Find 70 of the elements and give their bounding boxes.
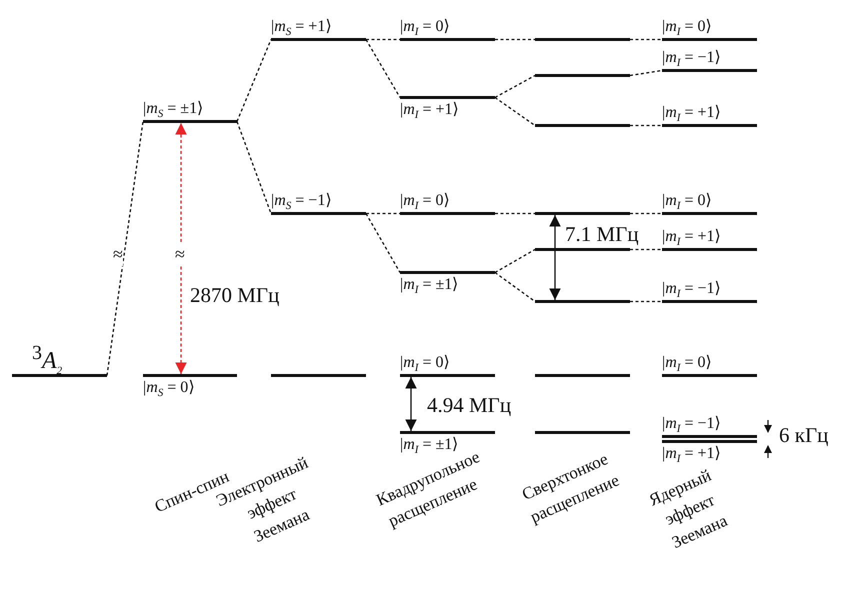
level-label: |m$_{I}$ = ±1⟩ [400, 275, 458, 298]
energy-level [400, 431, 495, 456]
level-label: |m$_{I}$ = 0⟩ [662, 191, 712, 214]
energy-level [662, 47, 757, 72]
energy-level [535, 431, 630, 434]
level-label: |m$_{S}$ = +1⟩ [271, 17, 332, 40]
energy-level [662, 278, 757, 303]
dotted-connector [630, 124, 662, 126]
energy-level [535, 38, 630, 41]
level-label: |m$_{S}$ = 0⟩ [143, 378, 194, 402]
arrow [549, 215, 561, 300]
level-label: |m$_{I}$ = +1⟩ [400, 100, 458, 124]
break-mark: ≈ [175, 242, 185, 266]
dotted-connector [630, 212, 662, 214]
dotted-connector [630, 248, 662, 250]
dotted-connector [236, 121, 272, 214]
energy-level [400, 190, 495, 215]
dotted-connector [236, 39, 272, 122]
energy-level [535, 124, 630, 127]
dotted-connector [494, 272, 536, 302]
energy-level [662, 102, 757, 127]
level-label: |m$_{I}$ = 0⟩ [662, 17, 712, 40]
energy-level [400, 271, 495, 296]
energy-level [535, 212, 630, 215]
level-label: |m$_{I}$ = −1⟩ [662, 414, 720, 438]
level-label: |m$_{I}$ = −1⟩ [662, 48, 720, 72]
level-label: $^{3}$A$_{2}$ [32, 341, 62, 379]
energy-level [662, 16, 757, 41]
dotted-connector [106, 121, 144, 376]
energy-level [662, 226, 757, 251]
energy-level [400, 352, 495, 377]
energy-level [662, 440, 757, 465]
dotted-connector [365, 213, 401, 273]
arrow [175, 123, 187, 374]
level-label: |m$_{I}$ = 0⟩ [662, 353, 712, 376]
dotted-connector [494, 74, 536, 98]
level-label: |m$_{I}$ = 0⟩ [400, 353, 450, 376]
energy-level [535, 300, 630, 303]
energy-level [400, 96, 495, 121]
energy-level [662, 413, 757, 438]
level-label: |m$_{I}$ = 0⟩ [400, 17, 450, 40]
energy-level [400, 16, 495, 41]
level-label: |m$_{I}$ = +1⟩ [662, 103, 720, 126]
energy-level [143, 374, 237, 399]
energy-level [143, 98, 237, 123]
dotted-connector [630, 38, 662, 40]
dotted-connector [495, 38, 535, 40]
level-label: |m$_{I}$ = ±1⟩ [400, 435, 458, 456]
level-label: |m$_{S}$ = −1⟩ [271, 191, 332, 214]
energy-level [535, 74, 630, 77]
level-label: |m$_{I}$ = −1⟩ [662, 279, 720, 302]
dotted-connector [630, 70, 662, 76]
dotted-connector [630, 300, 662, 302]
energy-level [662, 190, 757, 215]
dotted-connector [366, 38, 400, 40]
dotted-connector [366, 212, 400, 214]
arrow [405, 377, 417, 431]
energy-level [271, 16, 366, 41]
energy-level [535, 374, 630, 377]
level-label: |m$_{I}$ = +1⟩ [662, 227, 720, 250]
energy-level [662, 352, 757, 377]
dotted-connector [495, 212, 535, 214]
dotted-connector [494, 248, 536, 274]
level-label: |m$_{S}$ = ±1⟩ [143, 99, 204, 122]
level-label: |m$_{I}$ = 0⟩ [400, 191, 450, 214]
dotted-connector [494, 96, 536, 126]
dotted-connector [365, 39, 401, 98]
energy-level [271, 190, 366, 215]
energy-level [271, 374, 366, 377]
level-label: |m$_{I}$ = +1⟩ [662, 444, 720, 468]
